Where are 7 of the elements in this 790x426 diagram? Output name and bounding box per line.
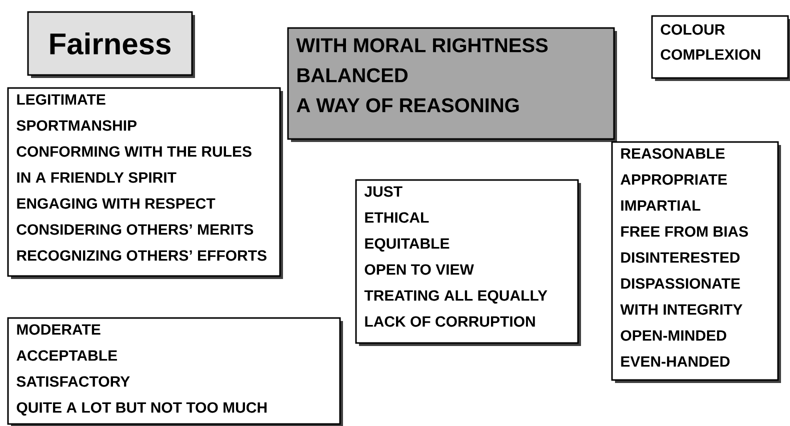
heading-box: WITH MORAL RIGHTNESS BALANCED A WAY OF REASONING (287, 27, 617, 142)
term-box: JUST ETHICAL EQUITABLE OPEN TO VIEW TREATING ALL EQUALLY LACK OF CORRUPTION (355, 179, 581, 346)
term-box: COLOUR COMPLEXION (651, 15, 790, 81)
term-box: LEGITIMATE SPORTMANSHIP CONFORMING WITH THE RULES IN A FRIENDLY SPIRIT ENGAGING WITH RESPECT CONSIDERING OTHERS’ MERITS RECOGNIZING OTHERS’ EFFORTS (7, 87, 283, 279)
term-box: MODERATE ACCEPTABLE SATISFACTORY QUITE A LOT BUT NOT TOO MUCH (7, 317, 343, 426)
title-box: Fairness (27, 11, 195, 78)
term-box: REASONABLE APPROPRIATE IMPARTIAL FREE FROM BIAS DISINTERESTED DISPASSIONATE WITH INTEGRITY OPEN-MINDED EVEN-HANDED (611, 141, 781, 383)
